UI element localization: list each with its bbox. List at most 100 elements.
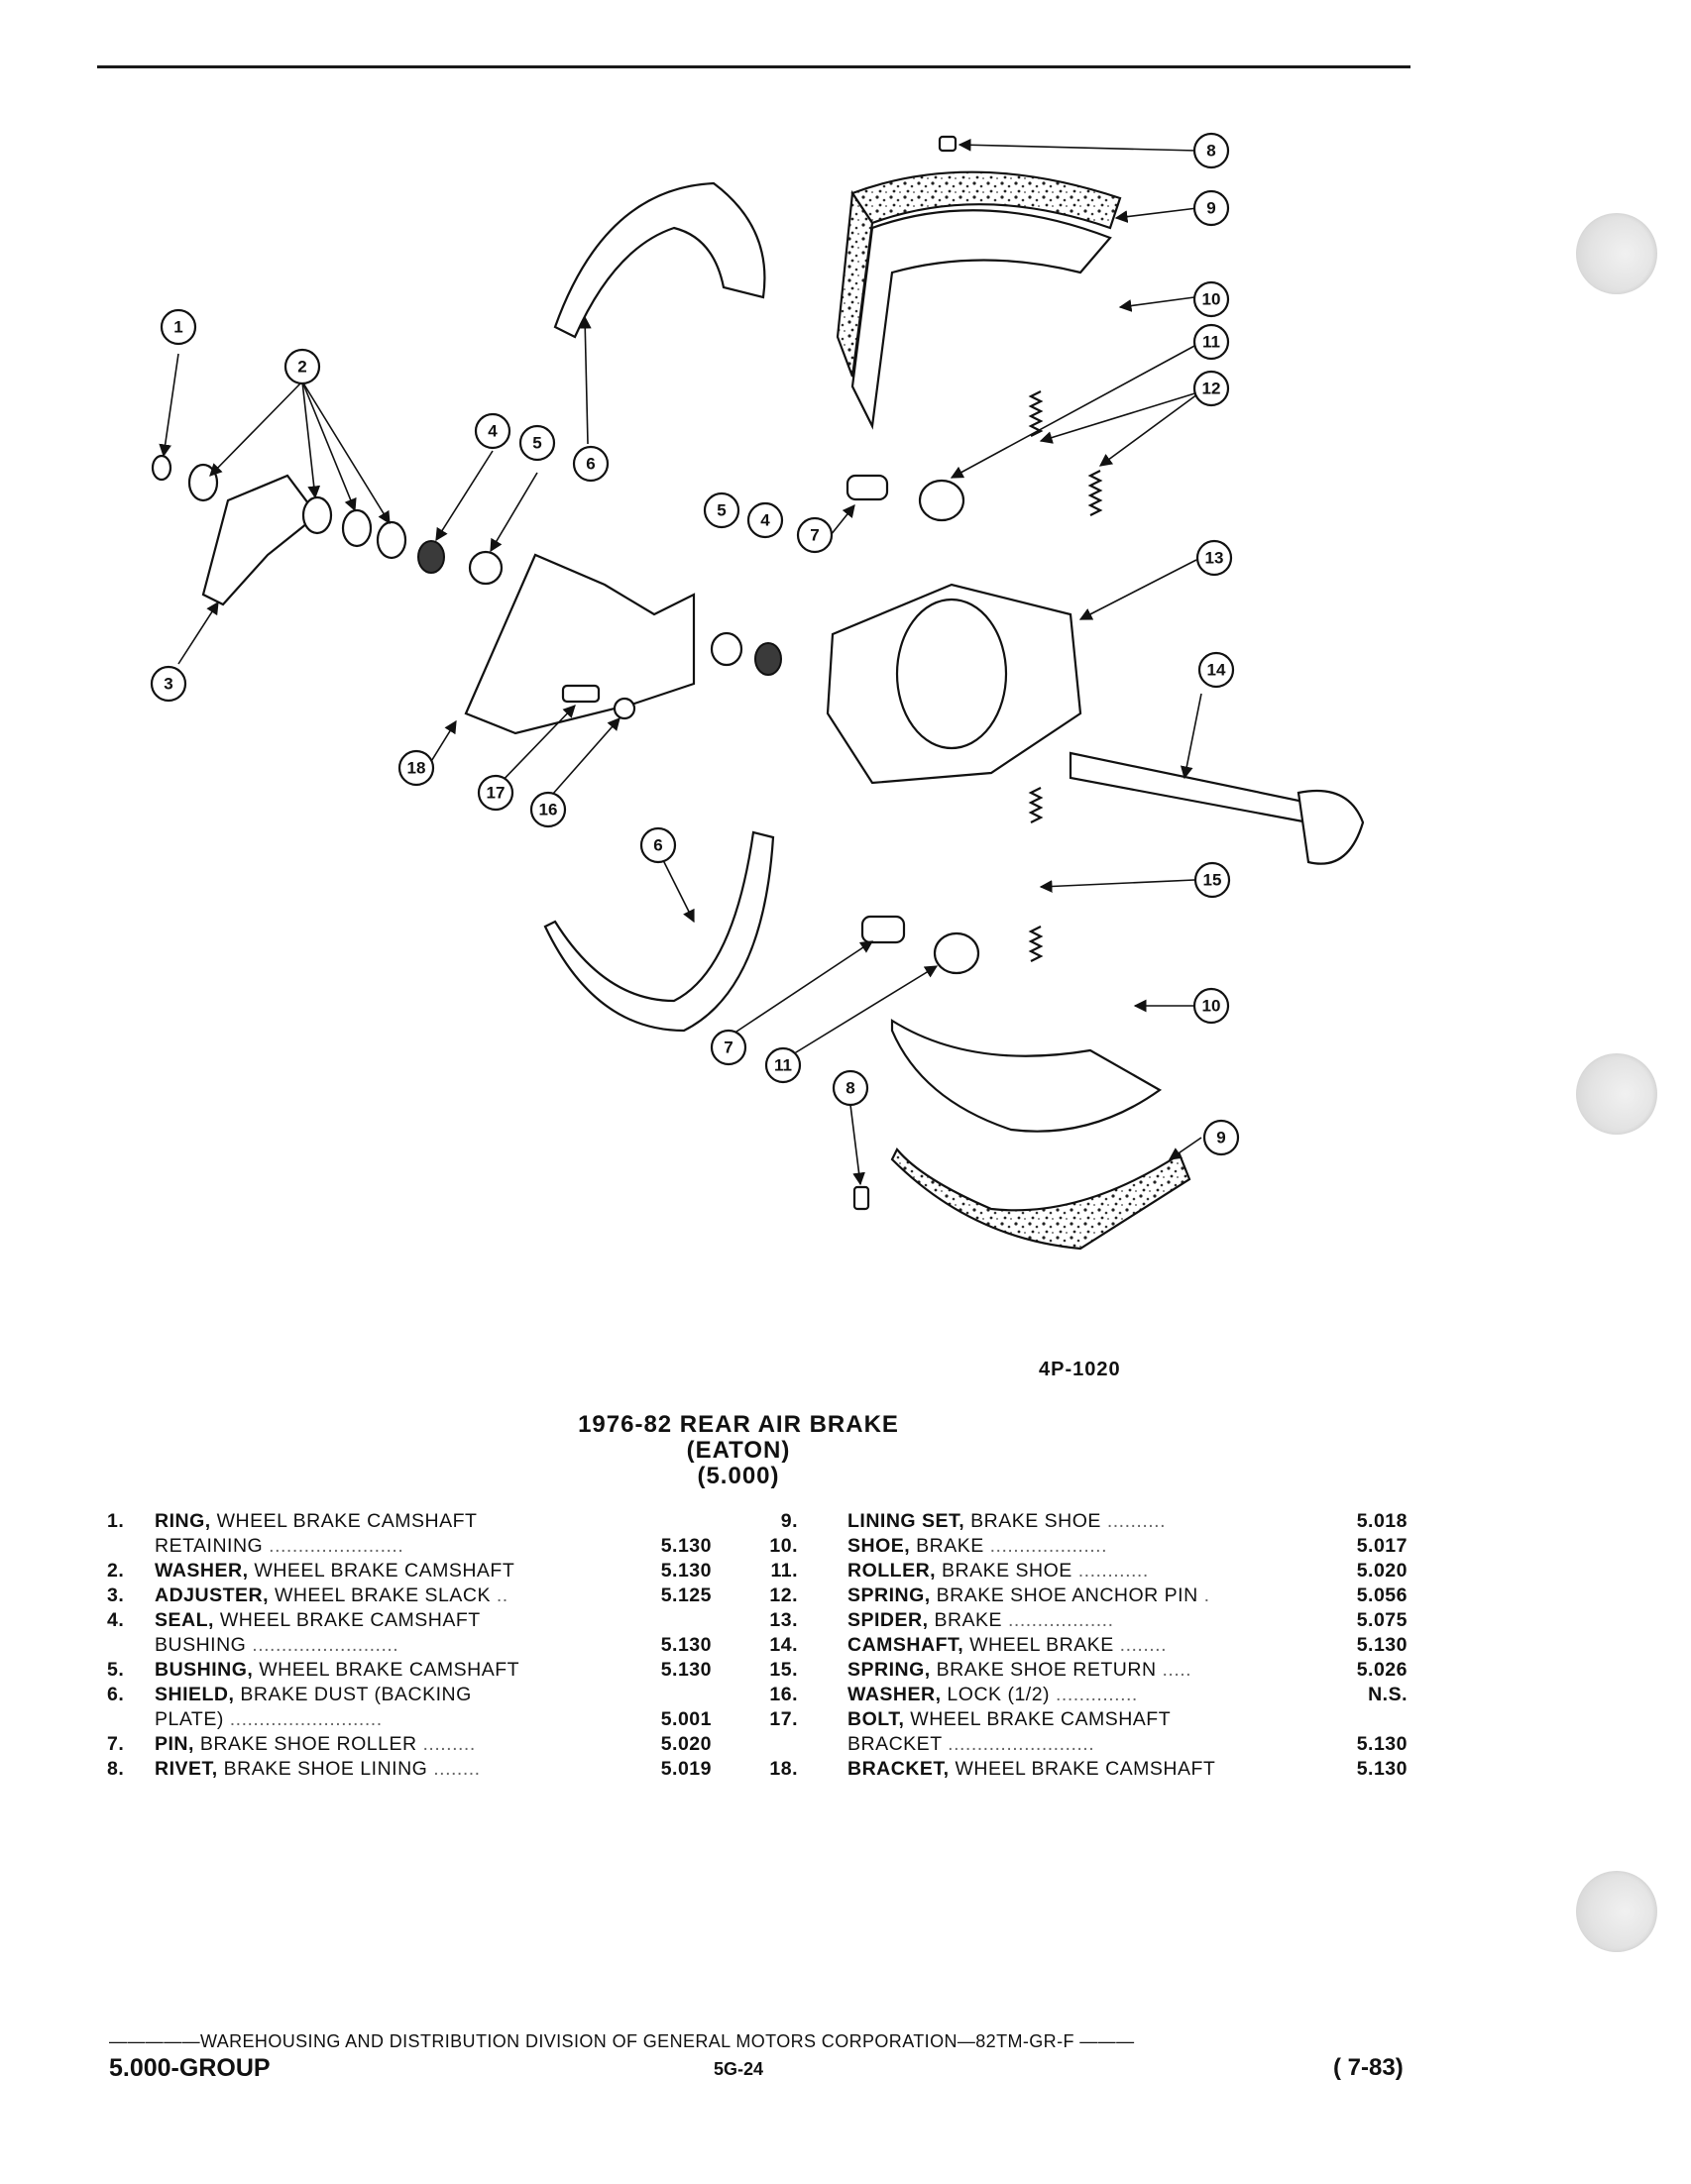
- callout-18: 18: [397, 749, 435, 787]
- part-name: RIVET,: [155, 1758, 218, 1780]
- part-description-continued: PLATE) ..........................: [155, 1708, 383, 1730]
- part-description: BUSHING, WHEEL BRAKE CAMSHAFT: [155, 1659, 520, 1681]
- leader-15: [1039, 879, 1195, 893]
- callout-7b: 7: [710, 1029, 747, 1066]
- group-code: N.S.: [1368, 1684, 1408, 1705]
- svg-text:11: 11: [774, 1056, 792, 1075]
- svg-text:11: 11: [1202, 333, 1220, 352]
- part-number: 5.: [107, 1659, 125, 1681]
- callout-15: 15: [1193, 861, 1231, 899]
- parts-list-item: 3.ADJUSTER, WHEEL BRAKE SLACK ..5.125: [107, 1584, 722, 1609]
- bushing-5b: [710, 631, 743, 667]
- part-number: 14.: [769, 1634, 798, 1656]
- callout-1: 1: [160, 308, 197, 346]
- part-description: SHIELD, BRAKE DUST (BACKING: [155, 1684, 472, 1705]
- exploded-brake-diagram: 1 2 3 4 5 6 8 9 10 11 12 5 4 7 13 14 18 …: [150, 132, 1365, 1251]
- leader-14: [1180, 693, 1202, 780]
- punch-hole-bottom: [1576, 1871, 1657, 1952]
- part-number: 10.: [769, 1535, 798, 1557]
- svg-text:1: 1: [173, 318, 182, 337]
- parts-list-item: 16. WASHER, LOCK (1/2) .............. N.S.: [763, 1684, 1412, 1708]
- part-number: 9.: [780, 1510, 798, 1532]
- dot-leaders: .........: [416, 1733, 476, 1755]
- leader-1: [159, 353, 179, 458]
- camshaft-bracket: [464, 553, 696, 735]
- punch-hole-top: [1576, 213, 1657, 294]
- part-name: PIN,: [155, 1733, 194, 1755]
- parts-list-item-continued: BUSHING .........................5.130: [107, 1634, 722, 1659]
- part-number: 16.: [769, 1684, 798, 1705]
- leader-12a: [1039, 390, 1202, 444]
- parts-list-item: 10.SHOE, BRAKE ....................5.017: [763, 1535, 1412, 1560]
- svg-text:16: 16: [539, 801, 558, 819]
- leader-6a: [578, 315, 592, 445]
- part-description-continued: BUSHING .........................: [155, 1634, 399, 1656]
- part-description: WASHER, WHEEL BRAKE CAMSHAFT: [155, 1560, 515, 1582]
- part-description: LINING SET, BRAKE SHOE ..........: [847, 1510, 1167, 1532]
- washer-c: [341, 508, 373, 548]
- svg-text:13: 13: [1205, 549, 1224, 568]
- callout-10: 10: [1192, 280, 1230, 318]
- leader-2a: [209, 381, 303, 477]
- svg-text:4: 4: [488, 422, 498, 441]
- part-description: RING, WHEEL BRAKE CAMSHAFT: [155, 1510, 478, 1532]
- leader-7a: [830, 504, 855, 536]
- part-name: SHOE,: [847, 1535, 911, 1557]
- parts-list-item: 11.ROLLER, BRAKE SHOE ............5.020: [763, 1560, 1412, 1584]
- seal-4: [417, 540, 445, 574]
- group-code: 5.125: [660, 1584, 712, 1606]
- footer-group: 5.000-GROUP: [109, 2054, 271, 2082]
- washer-a: [187, 463, 219, 502]
- svg-text:17: 17: [487, 784, 506, 803]
- svg-text:2: 2: [297, 358, 306, 377]
- camshaft: [1069, 751, 1310, 824]
- part-name: SPRING,: [847, 1584, 931, 1606]
- callout-9b: 9: [1202, 1119, 1240, 1156]
- part-number: 11.: [770, 1560, 798, 1582]
- leader-11b: [782, 965, 939, 1061]
- part-number: 7.: [107, 1733, 125, 1755]
- part-description: WASHER, LOCK (1/2) ..............: [847, 1684, 1138, 1705]
- leader-7b: [733, 940, 874, 1035]
- callout-6: 6: [572, 445, 610, 483]
- group-code: 5.017: [1356, 1535, 1408, 1557]
- leader-9a: [1114, 207, 1198, 223]
- dot-leaders: ..: [490, 1584, 508, 1606]
- punch-hole-middle: [1576, 1053, 1657, 1135]
- callout-10b: 10: [1192, 987, 1230, 1025]
- bushing-5: [468, 550, 504, 586]
- callout-11b: 11: [764, 1046, 802, 1084]
- washer-b: [301, 495, 333, 535]
- leader-10a: [1118, 296, 1195, 312]
- group-code: 5.130: [1356, 1733, 1408, 1755]
- part-description: CAMSHAFT, WHEEL BRAKE ........: [847, 1634, 1168, 1656]
- ring-1: [151, 454, 172, 482]
- svg-text:18: 18: [407, 759, 426, 778]
- group-code: 5.130: [660, 1535, 712, 1557]
- dot-leaders: ........: [427, 1758, 481, 1780]
- svg-text:10: 10: [1202, 290, 1221, 309]
- parts-list-item: 14.CAMSHAFT, WHEEL BRAKE ........5.130: [763, 1634, 1412, 1659]
- svg-text:14: 14: [1207, 661, 1226, 680]
- svg-text:8: 8: [1206, 142, 1215, 161]
- callout-4: 4: [474, 412, 511, 450]
- part-number: 3.: [107, 1584, 125, 1606]
- svg-text:8: 8: [846, 1079, 854, 1098]
- callout-9: 9: [1192, 189, 1230, 227]
- dot-leaders: .........................: [246, 1634, 399, 1656]
- callout-7: 7: [796, 516, 834, 554]
- dust-shield-bottom: [543, 830, 775, 1033]
- part-name: WASHER,: [847, 1684, 942, 1705]
- callout-8b: 8: [832, 1069, 869, 1107]
- page-subtitle-make: (EATON): [686, 1437, 791, 1464]
- group-code: 5.130: [660, 1659, 712, 1681]
- brake-shoe-top: [850, 209, 1112, 430]
- camshaft-head: [1296, 789, 1365, 865]
- callout-2: 2: [283, 348, 321, 385]
- callout-5: 5: [518, 424, 556, 462]
- part-description: PIN, BRAKE SHOE ROLLER .........: [155, 1733, 476, 1755]
- part-name: BUSHING,: [155, 1659, 254, 1681]
